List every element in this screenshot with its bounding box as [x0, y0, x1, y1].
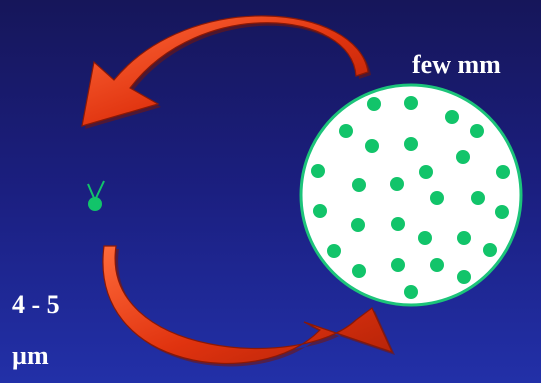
colony-dot: [352, 178, 366, 192]
colony-dot: [419, 165, 433, 179]
colony-dot: [390, 177, 404, 191]
colony-dot: [404, 96, 418, 110]
colony-circle: [301, 85, 521, 305]
colony-dot: [418, 231, 432, 245]
colony-dot: [367, 97, 381, 111]
colony-dot: [313, 204, 327, 218]
colony-dot: [311, 164, 325, 178]
colony-dot: [496, 165, 510, 179]
colony-dot: [430, 258, 444, 272]
colony-dot: [391, 258, 405, 272]
colony-dot: [495, 205, 509, 219]
top-arrow-body: [82, 16, 368, 126]
colony-dot: [430, 191, 444, 205]
colony-dot: [457, 270, 471, 284]
colony-circle-icon: [301, 85, 521, 305]
colony-dot: [404, 285, 418, 299]
top-curved-arrow: [82, 16, 371, 129]
cell-size-value-label: 4 - 5: [12, 292, 60, 318]
colony-dot: [470, 124, 484, 138]
cell-size-unit-label: µm: [12, 343, 49, 369]
colony-dot: [352, 264, 366, 278]
colony-dot: [327, 244, 341, 258]
colony-dot: [445, 110, 459, 124]
colony-dot: [365, 139, 379, 153]
colony-dot: [471, 191, 485, 205]
colony-dot: [391, 217, 405, 231]
cell-with-antennae-icon: [88, 181, 104, 211]
colony-dot: [404, 137, 418, 151]
colony-dot: [457, 231, 471, 245]
colony-dot: [483, 243, 497, 257]
colony-size-label: few mm: [412, 52, 501, 78]
colony-dot: [339, 124, 353, 138]
colony-dot: [456, 150, 470, 164]
colony-dot: [351, 218, 365, 232]
